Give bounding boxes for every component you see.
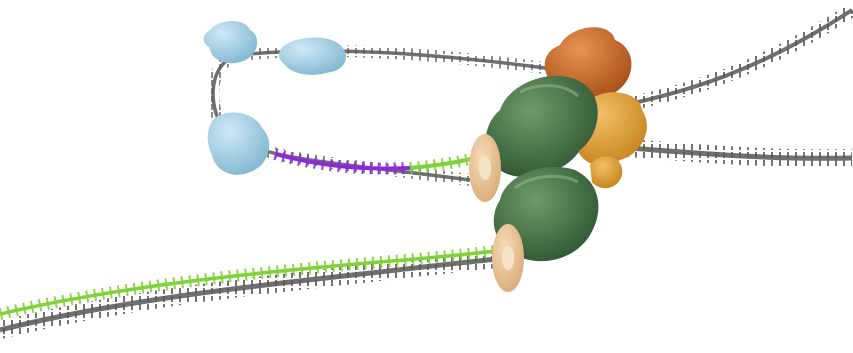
leading-strand-duplex [0,250,505,330]
polymerase-upper [486,76,598,177]
sliding-clamp-upper [469,134,501,202]
ssb-protein-left [208,113,269,175]
ssb-protein-top-middle [279,38,346,75]
sliding-clamp-lower [492,224,524,292]
parental-strand-upper [610,10,852,108]
ssb-protein-top-left [204,21,258,63]
